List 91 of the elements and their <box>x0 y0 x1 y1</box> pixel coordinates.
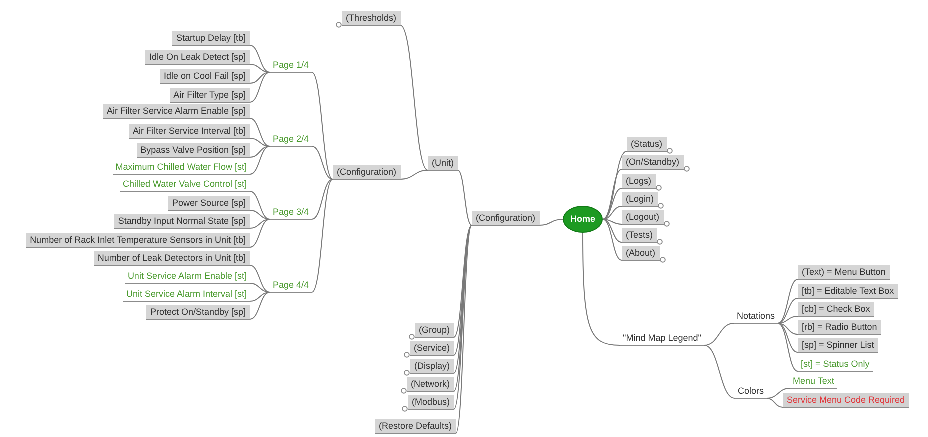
menu-item-box: Number of Rack Inlet Temperature Sensors in Unit [tb] <box>26 233 250 248</box>
menu-item-box: Protect On/Standby [sp] <box>146 305 250 320</box>
underlined-label: Maximum Chilled Water Flow [st] <box>112 160 250 175</box>
menu-item-box: (Status) <box>627 137 667 152</box>
menu-item-box: Air Filter Service Alarm Enable [sp] <box>102 104 250 119</box>
branch-label: Colors <box>735 384 768 399</box>
branch-label: "Mind Map Legend" <box>620 331 704 346</box>
branch-line <box>704 323 734 346</box>
branch-line <box>602 188 622 220</box>
menu-item-box: Number of Leak Detectors in Unit [tb] <box>94 251 250 266</box>
menu-item-box: [cb] = Check Box <box>798 302 874 317</box>
branch-line <box>250 146 270 158</box>
page-label: Page 3/4 <box>270 205 312 220</box>
underlined-label: Menu Text <box>790 374 838 389</box>
menu-item-box: [rb] = Radio Button <box>798 320 882 335</box>
branch-line <box>766 388 790 399</box>
branch-line <box>250 118 270 147</box>
menu-item-box: (On/Standby) <box>622 155 684 170</box>
menu-item-box: (Thresholds) <box>342 11 401 26</box>
branch-line <box>458 170 472 226</box>
branch-line <box>250 72 270 103</box>
branch-line <box>250 292 270 320</box>
branch-line <box>250 45 270 73</box>
branch-line <box>312 72 334 180</box>
menu-item-box: Startup Delay [tb] <box>172 31 250 46</box>
branch-label: Notations <box>734 309 778 324</box>
page-label: Page 1/4 <box>270 58 312 73</box>
branch-line <box>582 232 620 346</box>
menu-item-box: (Network) <box>406 377 454 392</box>
page-label: Page 4/4 <box>270 278 312 293</box>
branch-line <box>250 72 270 84</box>
menu-item-box: Standby Input Normal State [sp] <box>114 214 250 229</box>
menu-item-box: [sp] = Spinner List <box>798 338 878 353</box>
branch-line <box>602 169 622 220</box>
menu-item-box: [tb] = Editable Text Box <box>798 284 898 299</box>
branch-line <box>766 398 784 408</box>
menu-item-box: (Group) <box>414 323 454 338</box>
branch-line <box>778 316 798 324</box>
branch-line <box>456 225 472 434</box>
branch-line <box>602 219 622 261</box>
branch-line <box>602 219 622 225</box>
branch-line <box>778 323 798 353</box>
branch-line <box>778 279 798 324</box>
underlined-label: Unit Service Alarm Interval [st] <box>123 287 250 302</box>
menu-item-box: Idle On Leak Detect [sp] <box>145 50 250 65</box>
branch-line <box>250 283 270 293</box>
menu-item-box: (Text) = Menu Button <box>798 265 890 280</box>
branch-line <box>250 138 270 147</box>
highlighted-item-box: Service Menu Code Required <box>783 393 910 408</box>
branch-line <box>250 191 270 220</box>
menu-item-box: (Tests) <box>622 228 657 243</box>
menu-item-box: Air Filter Type [sp] <box>170 88 250 103</box>
branch-line <box>250 64 270 73</box>
menu-item-box: (Logout) <box>622 210 664 225</box>
branch-line <box>778 323 798 372</box>
menu-item-box: (Configuration) <box>333 165 401 180</box>
menu-item-box: (Configuration) <box>472 211 540 226</box>
branch-line <box>250 219 270 229</box>
branch-line <box>704 345 736 399</box>
underlined-label: Chilled Water Valve Control [st] <box>120 177 250 192</box>
menu-item-box: (Restore Defaults) <box>374 419 456 434</box>
root-node-ellipse: Home <box>563 206 603 233</box>
menu-item-box: (Display) <box>410 359 454 374</box>
underlined-label: Unit Service Alarm Enable [st] <box>124 269 250 284</box>
branch-line <box>312 179 334 220</box>
branch-line <box>312 146 334 180</box>
branch-line <box>778 298 798 324</box>
branch-line <box>312 179 334 293</box>
branch-line <box>602 219 622 243</box>
branch-line <box>778 323 798 335</box>
menu-item-box: Bypass Valve Position [sp] <box>136 143 250 158</box>
menu-item-box: (Unit) <box>428 156 458 171</box>
page-label: Page 2/4 <box>270 132 312 147</box>
menu-item-box: (Service) <box>410 341 454 356</box>
menu-item-box: (About) <box>622 246 660 261</box>
branch-line <box>250 265 270 293</box>
branch-line <box>400 170 428 180</box>
branch-line <box>250 219 270 248</box>
underlined-label: [st] = Status Only <box>798 357 873 372</box>
branch-line <box>539 219 564 226</box>
menu-item-box: Power Source [sp] <box>168 196 250 211</box>
branch-line <box>250 292 270 302</box>
branch-line <box>602 206 622 220</box>
branch-line <box>250 146 270 175</box>
menu-item-box: Idle on Cool Fail [sp] <box>160 69 250 84</box>
menu-item-box: (Login) <box>622 192 658 207</box>
branch-line <box>250 210 270 220</box>
menu-item-box: (Modbus) <box>408 395 454 410</box>
branch-line <box>400 25 428 171</box>
menu-item-box: Air Filter Service Interval [tb] <box>128 124 250 139</box>
menu-item-box: (Logs) <box>622 174 656 189</box>
